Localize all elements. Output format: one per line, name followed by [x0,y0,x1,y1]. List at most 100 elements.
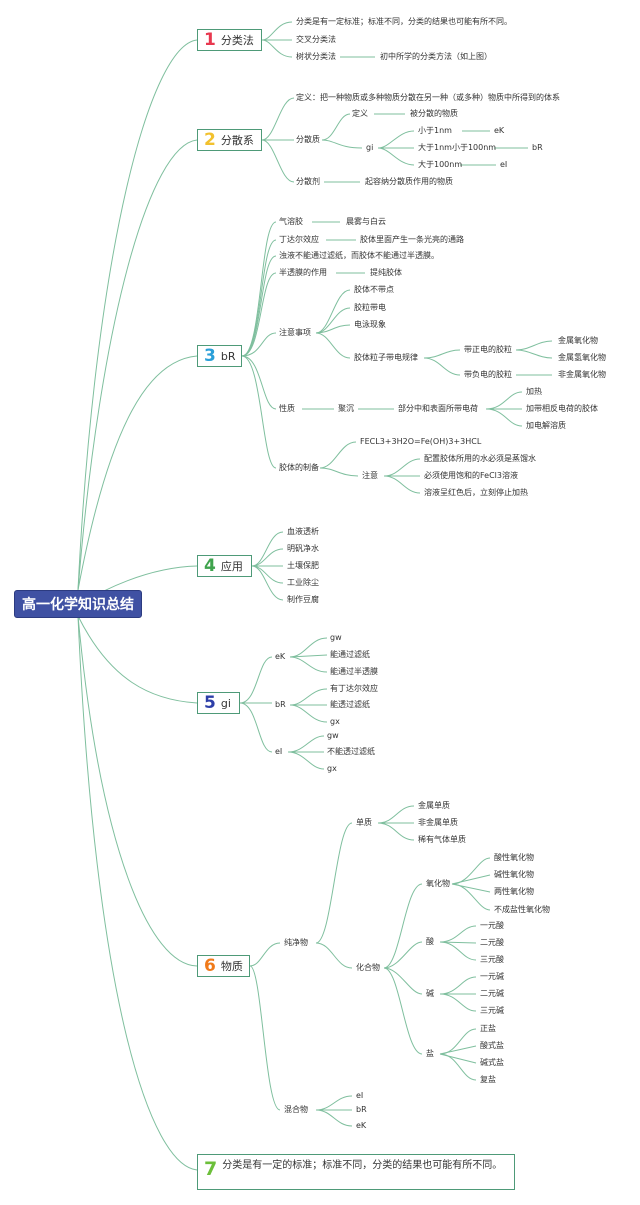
t3-negative-1[interactable]: 非金属氧化物 [558,370,606,379]
t6-salt-3[interactable]: 碱式盐 [480,1058,504,1067]
t3-coag-2[interactable]: 加带相反电荷的胶体 [526,404,598,413]
t6-oxide-3[interactable]: 两性氧化物 [494,887,534,896]
t3-note-3[interactable]: 电泳现象 [354,320,386,329]
t6-mixture-1[interactable]: eI [356,1091,364,1100]
t2-zhi-def[interactable]: 定义 [352,109,368,118]
t6-oxide-1[interactable]: 酸性氧化物 [494,853,534,862]
root-node[interactable]: 高一化学知识总结 [14,590,142,618]
t3-note-2[interactable]: 胶粒带电 [354,303,386,312]
t3-negative[interactable]: 带负电的胶粒 [464,370,512,379]
t3-attention[interactable]: 注意 [362,471,378,480]
t3-attention-1[interactable]: 配置胶体所用的水必须是蒸馏水 [424,454,536,463]
t3-aerosol-v[interactable]: 晨雾与白云 [346,217,386,226]
t2-size-2[interactable]: 大于1nm小于100nm [418,143,497,152]
t3-note-1[interactable]: 胶体不带点 [354,285,394,294]
t3-aerosol[interactable]: 气溶胶 [279,217,303,226]
t2-definition[interactable]: 定义：把一种物质或多种物质分散在另一种（或多种）物质中所得到的体系 [296,93,560,102]
t6-mixture-2[interactable]: bR [356,1105,367,1114]
t3-membrane-v[interactable]: 提纯胶体 [370,268,402,277]
t3-tyndall[interactable]: 丁达尔效应 [279,235,319,244]
t1-item-c[interactable]: 树状分类法 [296,52,336,61]
topic-6-node[interactable]: 6 物质 [197,955,250,977]
t6-compound[interactable]: 化合物 [356,963,380,972]
t6-salt-1[interactable]: 正盐 [480,1024,496,1033]
t2-zhi-defv[interactable]: 被分散的物质 [410,109,458,118]
t3-coagulation-v[interactable]: 部分中和表面所带电荷 [398,404,478,413]
t4-item-1[interactable]: 血液透析 [287,527,319,536]
t3-property[interactable]: 性质 [279,404,295,413]
t5-ei-2[interactable]: 不能透过滤纸 [327,747,375,756]
t3-positive[interactable]: 带正电的胶粒 [464,345,512,354]
t6-acid-1[interactable]: 一元酸 [480,921,504,930]
t4-item-4[interactable]: 工业除尘 [287,578,319,587]
t6-salt-4[interactable]: 复盐 [480,1075,496,1084]
t3-positive-1[interactable]: 金属氧化物 [558,336,598,345]
t3-membrane[interactable]: 半透膜的作用 [279,268,327,277]
topic-2-node[interactable]: 2 分散系 [197,129,262,151]
t6-element-2[interactable]: 非金属单质 [418,818,458,827]
t6-salt[interactable]: 盐 [426,1049,434,1058]
t3-positive-2[interactable]: 金属氢氧化物 [558,353,606,362]
t6-base[interactable]: 碱 [426,989,434,998]
t2-size-1[interactable]: 小于1nm [418,126,452,135]
t2-dispersant-v[interactable]: 起容纳分散质作用的物质 [365,177,453,186]
t3-coagulation[interactable]: 聚沉 [338,404,354,413]
t6-acid[interactable]: 酸 [426,937,434,946]
number-7-icon: 7 [204,1158,218,1180]
t5-br[interactable]: bR [275,700,286,709]
t5-br-1[interactable]: 有丁达尔效应 [330,684,378,693]
t4-item-3[interactable]: 土壤保肥 [287,561,319,570]
t6-oxide-4[interactable]: 不成盐性氧化物 [494,905,550,914]
t5-ek-2[interactable]: 能通过滤纸 [330,650,370,659]
t6-mixture[interactable]: 混合物 [284,1105,308,1114]
t5-ek[interactable]: eK [275,652,286,661]
t5-br-2[interactable]: 能透过滤纸 [330,700,370,709]
topic-1-node[interactable]: 1 分类法 [197,29,262,51]
t3-filter-note[interactable]: 浊液不能通过滤纸，而胶体不能通过半透膜。 [279,251,439,260]
t3-tyndall-v[interactable]: 胶体里面产生一条光亮的通路 [360,235,464,244]
t6-acid-2[interactable]: 二元酸 [480,938,504,947]
t3-notes[interactable]: 注意事项 [279,328,311,337]
topic-3-node[interactable]: 3 bR [197,345,242,367]
t6-pure[interactable]: 纯净物 [284,938,308,947]
t6-element-1[interactable]: 金属单质 [418,801,450,810]
t6-oxide-2[interactable]: 碱性氧化物 [494,870,534,879]
t5-ei[interactable]: eI [275,747,283,756]
t5-ek-3[interactable]: 能通过半透膜 [330,667,378,676]
t3-note-4[interactable]: 胶体粒子带电规律 [354,353,418,362]
t6-salt-2[interactable]: 酸式盐 [480,1041,504,1050]
t6-mixture-3[interactable]: eK [356,1121,367,1130]
t3-preparation[interactable]: 胶体的制备 [279,463,319,472]
t4-item-5[interactable]: 制作豆腐 [287,595,319,604]
t5-ei-1[interactable]: gw [327,731,339,740]
t1-item-b[interactable]: 交叉分类法 [296,35,336,44]
t2-gi[interactable]: gi [366,143,374,152]
t1-item-a[interactable]: 分类是有一定标准；标准不同，分类的结果也可能有所不同。 [296,17,512,26]
t2-size-3v[interactable]: eI [500,160,508,169]
t4-item-2[interactable]: 明矾净水 [287,544,319,553]
topic-4-node[interactable]: 4 应用 [197,555,252,577]
t6-acid-3[interactable]: 三元酸 [480,955,504,964]
t5-ei-3[interactable]: gx [327,764,337,773]
t5-br-3[interactable]: gx [330,717,340,726]
topic-7-note[interactable]: 7 分类是有一定的标准；标准不同，分类的结果也可能有所不同。 [197,1154,515,1190]
t2-dispersed-phase[interactable]: 分散质 [296,135,320,144]
t2-size-2v[interactable]: bR [532,143,543,152]
t3-coag-1[interactable]: 加热 [526,387,542,396]
t6-element-3[interactable]: 稀有气体单质 [418,835,466,844]
t2-dispersant[interactable]: 分散剂 [296,177,320,186]
t2-size-1v[interactable]: eK [494,126,505,135]
t3-attention-3[interactable]: 溶液呈红色后，立刻停止加热 [424,488,528,497]
t2-size-3[interactable]: 大于100nm [418,160,463,169]
t5-ek-1[interactable]: gw [330,633,342,642]
t6-base-2[interactable]: 二元碱 [480,989,504,998]
t6-element[interactable]: 单质 [356,818,372,827]
t6-oxide[interactable]: 氧化物 [426,879,450,888]
t6-base-3[interactable]: 三元碱 [480,1006,504,1015]
t3-equation[interactable]: FECL3+3H2O=Fe(OH)3+3HCL [360,437,482,446]
t1-item-c1[interactable]: 初中所学的分类方法（如上图） [380,52,492,61]
topic-5-node[interactable]: 5 gi [197,692,240,714]
t6-base-1[interactable]: 一元碱 [480,972,504,981]
t3-coag-3[interactable]: 加电解溶质 [526,421,566,430]
t3-attention-2[interactable]: 必须使用饱和的FeCl3溶液 [424,471,518,480]
